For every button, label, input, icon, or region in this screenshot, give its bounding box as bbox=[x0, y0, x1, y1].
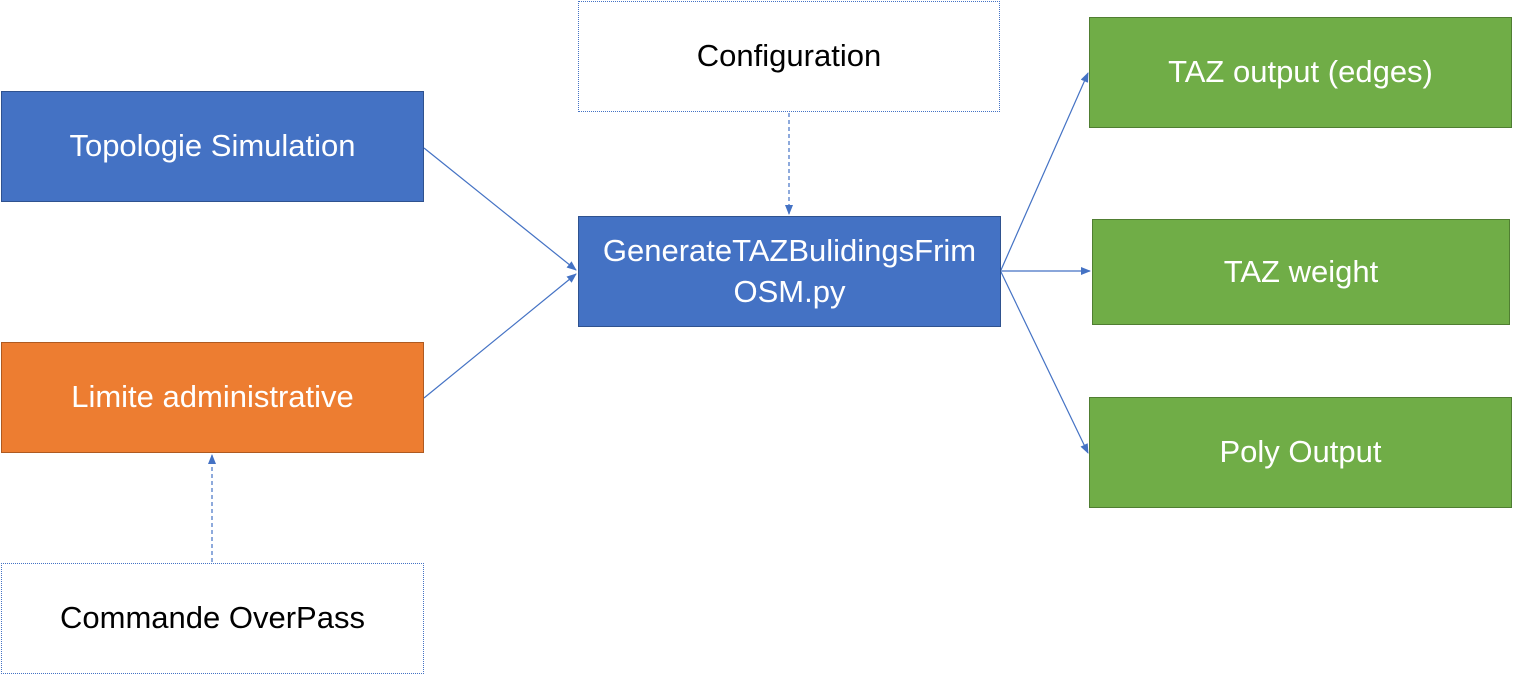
node-label: Configuration bbox=[696, 38, 882, 74]
arrow-script-to-poly bbox=[1000, 271, 1089, 454]
node-label: Commande OverPass bbox=[60, 600, 365, 636]
node-label: TAZ output (edges) bbox=[1168, 54, 1433, 90]
node-taz-weight: TAZ weight bbox=[1092, 219, 1510, 325]
arrow-script-to-taz-edges bbox=[1000, 72, 1089, 271]
arrow-limite-to-script bbox=[423, 273, 577, 399]
arrow-topologie-to-script bbox=[423, 147, 577, 271]
node-label: GenerateTAZBulidingsFrimOSM.py bbox=[602, 233, 977, 309]
node-taz-output-edges: TAZ output (edges) bbox=[1089, 17, 1512, 128]
node-generate-script: GenerateTAZBulidingsFrimOSM.py bbox=[578, 216, 1001, 327]
node-label: TAZ weight bbox=[1223, 253, 1379, 289]
node-configuration: Configuration bbox=[578, 1, 1000, 112]
node-topologie-simulation: Topologie Simulation bbox=[1, 91, 424, 202]
node-label: Topologie Simulation bbox=[69, 128, 356, 164]
node-poly-output: Poly Output bbox=[1089, 397, 1512, 508]
node-label: Poly Output bbox=[1219, 434, 1382, 470]
node-limite-administrative: Limite administrative bbox=[1, 342, 424, 453]
node-label: Limite administrative bbox=[71, 379, 354, 415]
node-commande-overpass: Commande OverPass bbox=[1, 563, 424, 674]
